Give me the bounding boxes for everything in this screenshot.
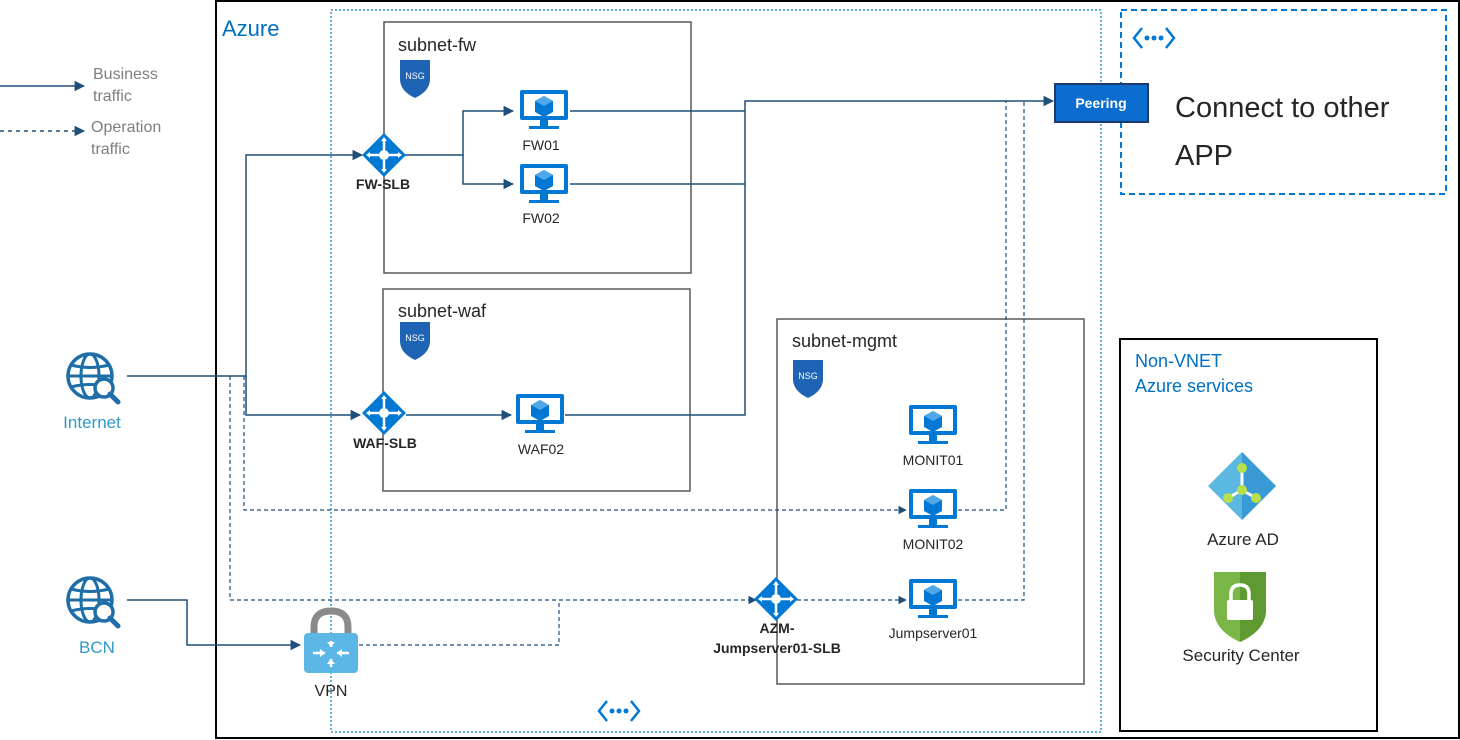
line-monit02-peering: [958, 101, 1007, 511]
jumpserver01-icon: [909, 579, 957, 618]
internet-label: Internet: [63, 413, 121, 432]
legend: Business traffic Operation traffic: [0, 66, 161, 158]
line-fwslb-fw02: [462, 155, 515, 190]
non-vnet-title-1: Non-VNET: [1135, 351, 1222, 371]
operation-traffic-lines: [229, 101, 1025, 646]
jump-slb-label-1: AZM-: [760, 620, 795, 636]
waf02-label: WAF02: [518, 441, 564, 457]
monit01-label: MONIT01: [903, 452, 964, 468]
bcn-globe-icon: [68, 578, 118, 626]
vpn-label: VPN: [315, 683, 348, 700]
fw-slb-icon: [360, 131, 408, 179]
subnet-fw-title: subnet-fw: [398, 35, 477, 55]
vnet-icon: [597, 699, 641, 723]
waf-slb-label: WAF-SLB: [353, 435, 417, 451]
security-center-label: Security Center: [1182, 646, 1299, 665]
security-center-icon: [1214, 572, 1266, 642]
subnet-waf-title: subnet-waf: [398, 301, 487, 321]
line-internet-jump-slb: [229, 376, 757, 605]
fw02-icon: [520, 164, 568, 203]
subnet-fw-nsg-label: NSG: [405, 71, 425, 81]
jumpserver01-label: Jumpserver01: [889, 625, 978, 641]
waf-slb-icon: [360, 389, 408, 437]
internet-globe-icon: [68, 354, 118, 402]
fw01-icon: [520, 90, 568, 129]
jump-slb-icon: [752, 575, 800, 623]
legend-business-label-1: Business: [93, 66, 158, 83]
line-vpn-jump-slb: [352, 600, 560, 646]
peering-button[interactable]: [1054, 83, 1149, 123]
azure-ad-label: Azure AD: [1207, 530, 1279, 549]
subnet-mgmt-title: subnet-mgmt: [792, 331, 897, 351]
line-bcn-vpn: [127, 599, 302, 651]
legend-business-label-2: traffic: [93, 88, 132, 105]
subnet-mgmt-nsg-label: NSG: [798, 371, 818, 381]
line-internet-fw-slb: [127, 149, 364, 377]
subnet-mgmt-box: [776, 318, 1085, 685]
line-waf02-peering: [565, 95, 1055, 416]
waf02-icon: [516, 394, 564, 433]
bcn-label: BCN: [79, 638, 115, 657]
azure-title: Azure: [222, 16, 279, 41]
fw01-label: FW01: [522, 137, 560, 153]
vpn-icon: [304, 607, 358, 673]
fw-slb-label: FW-SLB: [356, 176, 410, 192]
line-internet-monit02: [243, 376, 907, 515]
jump-slb-label-2: Jumpserver01-SLB: [713, 640, 841, 656]
fw02-label: FW02: [522, 210, 560, 226]
subnet-waf-nsg-label: NSG: [405, 333, 425, 343]
legend-operation-label-2: traffic: [91, 141, 130, 158]
business-traffic-lines: [127, 95, 1055, 651]
other-app-text-2: APP: [1175, 140, 1233, 172]
peering-label: Peering: [1075, 95, 1126, 111]
subnet-waf-box: [382, 288, 691, 492]
vnet-boundary: [330, 9, 1102, 733]
line-internet-waf-slb: [245, 376, 362, 421]
monit01-icon: [909, 405, 957, 444]
line-jumpserver-peering: [958, 101, 1025, 601]
monit02-label: MONIT02: [903, 536, 964, 552]
other-app-text-1: Connect to other: [1175, 92, 1390, 124]
other-app-vnet-icon: [1132, 26, 1176, 50]
non-vnet-title-2: Azure services: [1135, 376, 1253, 396]
azure-boundary: [215, 0, 1460, 739]
non-vnet-box: [1119, 338, 1378, 732]
line-fwslb-fw01: [405, 105, 515, 156]
monit02-icon: [909, 489, 957, 528]
legend-operation-label-1: Operation: [91, 119, 161, 136]
azure-ad-icon: [1208, 452, 1276, 520]
